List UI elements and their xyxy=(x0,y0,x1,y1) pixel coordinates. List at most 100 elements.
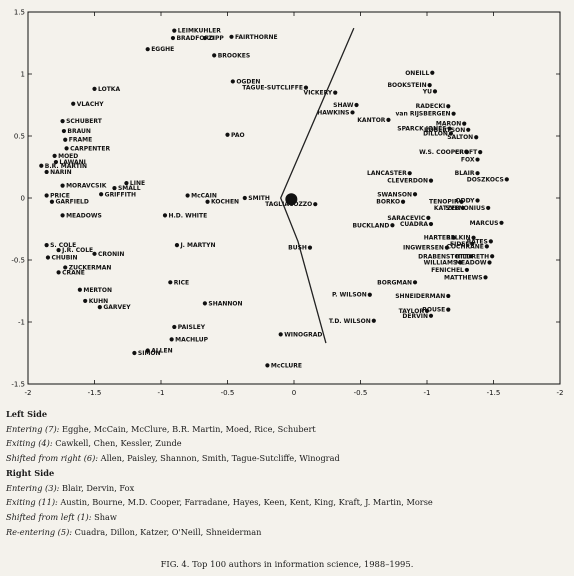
point-label: MARCUS xyxy=(470,220,499,227)
author-point: HILDRETH xyxy=(455,253,495,260)
point-label: BUCKLAND xyxy=(352,222,389,229)
point-label: RICE xyxy=(174,279,189,286)
author-point: DRABENSTOTT xyxy=(418,253,473,260)
author-point: SCHUBERT xyxy=(60,118,103,125)
x-tick-label: -2 xyxy=(25,389,32,397)
point-label: SHNEIDERMAN xyxy=(395,293,445,300)
point-dot xyxy=(170,35,176,41)
point-dot xyxy=(458,260,463,265)
author-point: McCAIN xyxy=(185,193,217,200)
x-tick-label: -1.5 xyxy=(487,389,501,397)
author-point: FENICHEL xyxy=(431,267,469,274)
point-dot xyxy=(124,181,129,186)
point-dot xyxy=(44,193,49,198)
point-dot xyxy=(426,215,431,220)
point-dot xyxy=(39,163,44,168)
point-dot xyxy=(49,199,55,204)
centroid-marker xyxy=(285,193,298,206)
point-dot xyxy=(83,298,88,304)
point-label: VLACHY xyxy=(77,101,105,108)
point-label: EGGHE xyxy=(151,46,174,53)
row-value: Egghe, McCain, McClure, B.R. Martin, Moe… xyxy=(62,423,316,434)
point-label: LOTKA xyxy=(98,86,120,93)
point-dot xyxy=(92,251,97,256)
point-dot xyxy=(471,235,476,240)
author-point: W.S. COOPER xyxy=(419,149,469,156)
point-dot xyxy=(427,83,432,88)
point-dot xyxy=(424,308,430,313)
point-dot xyxy=(225,132,230,137)
author-point: TAGLIACOZZO xyxy=(265,201,318,208)
point-dot xyxy=(202,301,207,306)
right-reentering-row: Re-entering (5): Cuadra, Dillon, Katzer,… xyxy=(6,525,566,540)
author-point: KATZER xyxy=(434,205,466,212)
point-dot xyxy=(464,267,469,273)
point-label: B.R. MARTIN xyxy=(45,163,87,170)
point-label: FRAME xyxy=(69,137,92,144)
point-dot xyxy=(428,313,434,318)
point-label: PRICE xyxy=(50,193,70,200)
point-label: ALLEN xyxy=(151,348,172,355)
point-label: TAGLIACOZZO xyxy=(265,201,312,208)
point-label: MORAVCSIK xyxy=(66,183,107,190)
point-label: HAWKINS xyxy=(317,109,349,116)
point-label: SHANNON xyxy=(208,300,242,307)
author-point: MEADOW xyxy=(455,259,492,266)
row-value: Allen, Paisley, Shannon, Smith, Tague-Su… xyxy=(100,453,340,464)
point-label: ONEILL xyxy=(405,70,429,77)
point-dot xyxy=(490,254,495,259)
author-point: HAWKINS xyxy=(317,109,355,116)
point-dot xyxy=(112,185,117,191)
point-label: McCLURE xyxy=(271,362,302,369)
author-point: SVENONIUS xyxy=(446,205,491,212)
point-label: FOX xyxy=(461,157,475,164)
point-label: BORKO xyxy=(376,199,400,206)
author-point: TENOPIR xyxy=(429,199,464,206)
point-label: DERVIN xyxy=(402,313,428,320)
author-point: YU xyxy=(422,88,438,95)
point-dot xyxy=(303,85,309,90)
author-point: OGDEN xyxy=(230,78,260,85)
author-point: SMALL xyxy=(112,185,141,192)
point-dot xyxy=(99,192,104,197)
row-value: Shaw xyxy=(94,511,117,522)
row-key: Shifted from right (6): xyxy=(6,453,99,464)
point-label: ZUCKERMAN xyxy=(69,264,112,271)
point-label: HARTER xyxy=(424,235,451,242)
point-label: SMALL xyxy=(118,185,141,192)
point-dot xyxy=(451,111,456,116)
author-point: ODDY xyxy=(456,197,480,204)
author-point: GARVEY xyxy=(97,304,131,311)
point-label: RADECKI xyxy=(416,103,446,110)
point-dot xyxy=(242,195,247,201)
author-point: CROFT xyxy=(455,149,483,156)
point-dot xyxy=(446,307,451,312)
row-key: Exiting (4): xyxy=(6,438,53,449)
point-dot xyxy=(56,247,61,253)
point-label: GARFIELD xyxy=(55,199,88,206)
author-point: McCLURE xyxy=(265,362,302,369)
point-label: MACHLUP xyxy=(175,336,209,343)
point-label: BUSH xyxy=(288,245,307,252)
point-dot xyxy=(432,89,438,94)
point-label: SHAW xyxy=(333,102,354,109)
row-value: Austin, Bourne, M.D. Cooper, Farradane, … xyxy=(60,497,433,508)
point-dot xyxy=(478,150,483,155)
point-dot xyxy=(169,337,174,342)
point-dot xyxy=(407,171,412,176)
author-point: SHANNON xyxy=(202,300,243,307)
point-dot xyxy=(168,280,173,285)
author-point: GARFIELD xyxy=(49,199,89,206)
row-value: Cawkell, Chen, Kessler, Zunde xyxy=(55,438,182,449)
point-dot xyxy=(52,153,57,158)
point-label: BORGMAN xyxy=(377,279,412,286)
author-point: CHUBIN xyxy=(45,255,78,262)
left-side-heading: Left Side xyxy=(6,409,48,419)
point-label: BRAUN xyxy=(67,128,91,135)
author-point: FOX xyxy=(461,157,480,164)
row-key: Entering (3): xyxy=(6,482,60,493)
y-tick-label: -1 xyxy=(18,319,25,327)
point-label: DOSZKOCS xyxy=(467,176,504,183)
author-point: BLAIR xyxy=(455,170,480,177)
